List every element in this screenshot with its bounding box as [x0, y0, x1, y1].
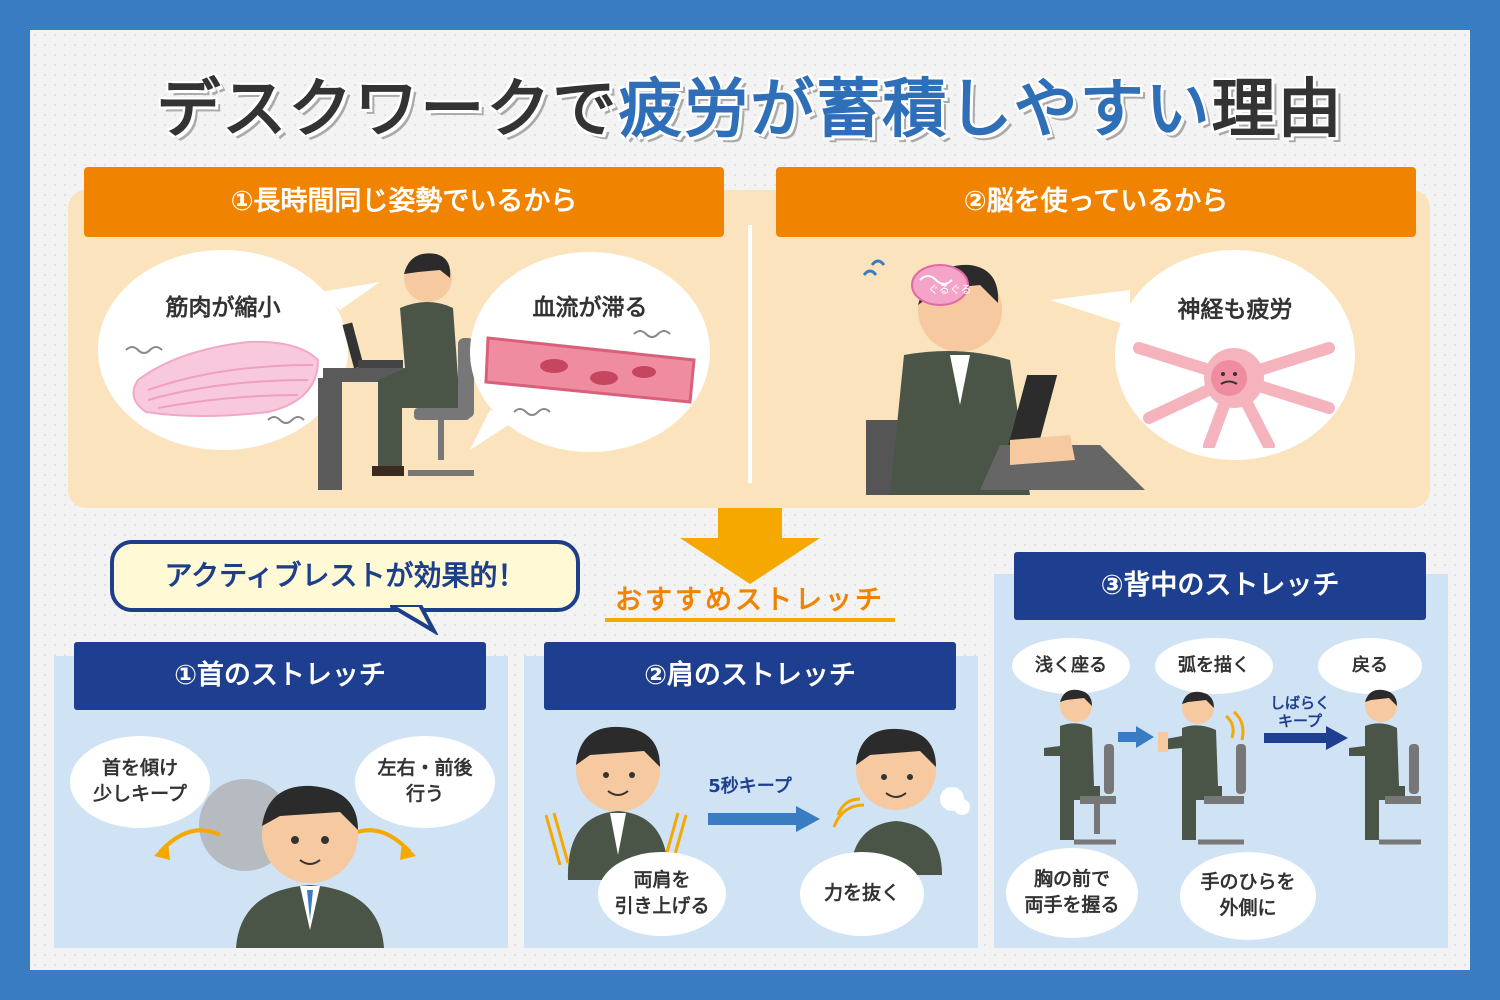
title-part-2: 疲労が蓄積しやすい	[618, 73, 1212, 147]
back-sit-shallow-illustration	[1044, 689, 1116, 845]
reason-1-header: ①長時間同じ姿勢でいるから	[84, 167, 724, 237]
neck-bubble-1: 首を傾け 少しキープ	[70, 736, 210, 828]
blood-bubble-tail	[470, 410, 516, 450]
neck-stretch-header: ①首のストレッチ	[74, 642, 486, 710]
back-step-1-bubble: 浅く座る	[1012, 638, 1130, 694]
muscle-bubble-label: 筋肉が縮小	[165, 295, 281, 321]
reasons-divider	[748, 225, 752, 483]
nerve-bubble-label: 神経も疲労	[1177, 297, 1293, 323]
shoulder-bubble-1: 両肩を 引き上げる	[598, 852, 726, 936]
back-step-2-text: 弧を描く	[1178, 654, 1250, 676]
shoulder-keep-label: 5秒キープ	[708, 776, 792, 797]
active-rest-callout: アクティブレストが効果的！	[110, 540, 580, 612]
muscle-bubble: 筋肉が縮小	[98, 250, 348, 450]
neck-bubble-1-text: 首を傾け 少しキープ	[93, 757, 187, 805]
shoulder-right-arrow-icon	[708, 806, 820, 832]
back-arrow-2-icon	[1264, 726, 1348, 750]
neck-bubble-2: 左右・前後 行う	[355, 736, 495, 828]
back-bottom-bubble-2-text: 手のひらを 外側に	[1200, 871, 1296, 919]
nerve-bubble-tail	[1050, 290, 1130, 326]
back-arch-illustration	[1158, 691, 1246, 845]
thinking-worker-illustration: ぐるぐる	[862, 259, 1145, 495]
nerve-bubble: 神経も疲労	[1115, 250, 1355, 460]
brain-swirl-text: ぐるぐる	[928, 283, 972, 296]
back-return-illustration	[1349, 689, 1421, 845]
title-part-1: デスクワークで	[156, 73, 619, 147]
nerve-cell-icon	[1133, 342, 1335, 448]
shoulder-relax-illustration	[832, 728, 970, 875]
back-arrow-1-icon	[1118, 726, 1154, 748]
muscle-bubble-tail	[320, 282, 380, 310]
back-keep-label: しばらく キープ	[1269, 694, 1330, 730]
back-step-1-text: 浅く座る	[1035, 654, 1107, 676]
sitting-worker-illustration	[318, 253, 474, 490]
muscle-icon	[125, 340, 320, 424]
down-arrow-icon	[680, 508, 820, 584]
page-title: デスクワークで疲労が蓄積しやすい理由	[0, 58, 1500, 150]
neck-stretch-illustration	[154, 779, 416, 948]
title-part-3: 理由	[1211, 73, 1344, 147]
shoulder-stretch-header: ②肩のストレッチ	[544, 642, 956, 710]
callout-tail	[390, 605, 439, 635]
shoulder-bubble-2-text: 力を抜く	[823, 882, 900, 905]
back-bottom-bubble-1: 胸の前で 両手を握る	[1006, 848, 1138, 938]
blood-vessel-icon	[484, 330, 696, 416]
reason-2-header: ②脳を使っているから	[776, 167, 1416, 237]
back-bottom-bubble-1-text: 胸の前で 両手を握る	[1024, 868, 1120, 916]
shoulder-bubble-2: 力を抜く	[800, 852, 924, 936]
neck-bubble-2-text: 左右・前後 行う	[377, 757, 473, 805]
blood-flow-bubble-label: 血流が滞る	[532, 295, 648, 321]
back-step-2-bubble: 弧を描く	[1155, 638, 1273, 694]
back-stretch-header: ③背中のストレッチ	[1014, 552, 1426, 620]
shoulder-bubble-1-text: 両肩を 引き上げる	[614, 869, 710, 917]
back-step-3-text: 戻る	[1352, 654, 1388, 676]
recommended-underline	[605, 618, 895, 622]
recommended-stretch-label: おすすめストレッチ	[615, 585, 885, 616]
back-step-3-bubble: 戻る	[1318, 638, 1422, 694]
back-bottom-bubble-2: 手のひらを 外側に	[1180, 852, 1316, 940]
